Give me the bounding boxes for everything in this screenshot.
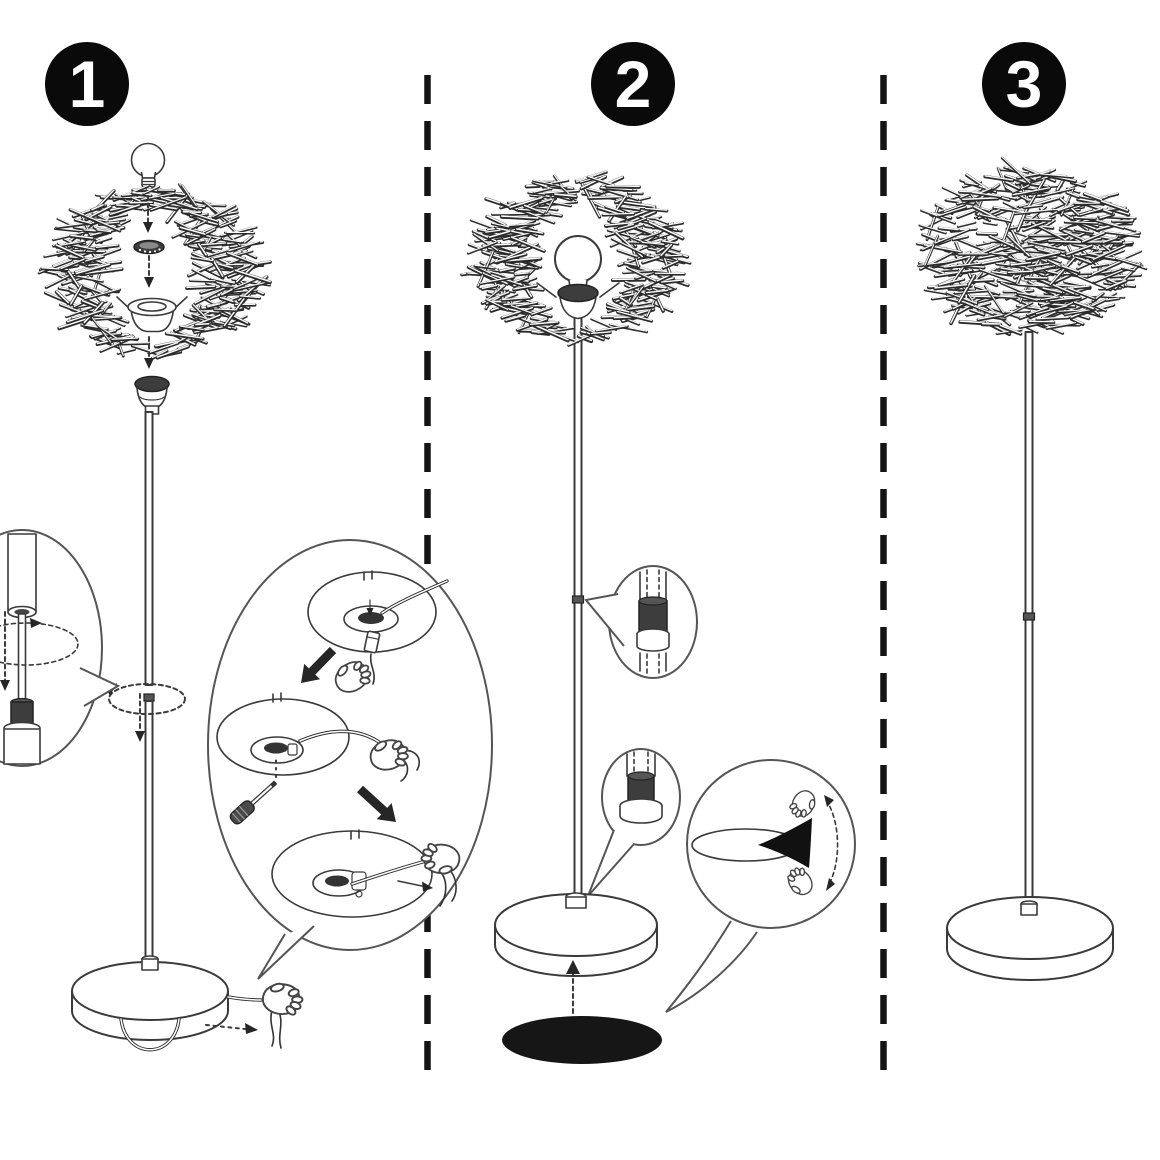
base-hub — [141, 958, 159, 971]
pad-peel-callout — [665, 759, 856, 1013]
hand-icon — [789, 790, 816, 818]
ring-nut-icon — [133, 239, 165, 255]
cord-loop — [120, 1018, 180, 1051]
cord-pull-arrow — [245, 1023, 258, 1034]
down-arrow-nut — [144, 255, 154, 288]
base-thread-callout — [587, 748, 681, 897]
step-3-badge — [982, 42, 1066, 126]
lamp-base — [494, 892, 658, 977]
installed-bulb — [536, 235, 620, 320]
lamp-pole — [143, 411, 155, 978]
base-hub — [565, 896, 587, 909]
wiring-scene-top — [307, 570, 449, 685]
pole-joint — [1022, 612, 1036, 621]
pole-thread-callout — [0, 529, 121, 767]
down-arrow-support — [144, 336, 154, 369]
hand-icon — [369, 739, 409, 771]
hand-icon — [420, 843, 461, 875]
felt-pad — [502, 1016, 662, 1064]
twig-shade-open — [37, 182, 272, 360]
wiring-callout — [207, 539, 493, 980]
step-3: 3 — [916, 42, 1148, 981]
step-2: 2 — [460, 42, 856, 1064]
step-3-number: 3 — [1006, 47, 1043, 121]
step-1: 1 — [0, 42, 493, 1052]
bold-arrow-2 — [357, 785, 396, 822]
bold-arrow-1 — [301, 646, 337, 683]
socket-support-icon — [116, 296, 188, 333]
lamp-socket-icon — [134, 375, 170, 415]
hand-icon — [334, 660, 372, 693]
base-hub — [1020, 903, 1038, 916]
up-arrow — [566, 960, 580, 1014]
step-2-number: 2 — [615, 47, 652, 121]
pole-thread-callout-upper — [584, 565, 698, 679]
lamp-pole — [573, 311, 583, 901]
step-1-badge — [45, 42, 129, 126]
light-bulb-icon — [130, 142, 166, 192]
pole-joint — [571, 595, 585, 604]
down-arrow-bulb — [143, 195, 153, 233]
pole-joint — [143, 693, 155, 702]
power-cord-pull — [205, 995, 282, 1049]
peeled-corner — [758, 818, 812, 868]
wiring-scene-bottom — [271, 829, 457, 918]
hand-icon — [787, 867, 813, 896]
lamp-base — [946, 896, 1114, 981]
step-2-badge — [591, 42, 675, 126]
twig-shade-closed — [916, 156, 1148, 337]
lamp-base — [71, 955, 229, 1052]
wiring-scene-middle — [216, 692, 421, 825]
step-1-number: 1 — [69, 47, 106, 121]
screwdriver-icon — [229, 780, 278, 825]
twig-shade-with-bulb — [460, 170, 692, 347]
hand-icon — [261, 982, 304, 1016]
